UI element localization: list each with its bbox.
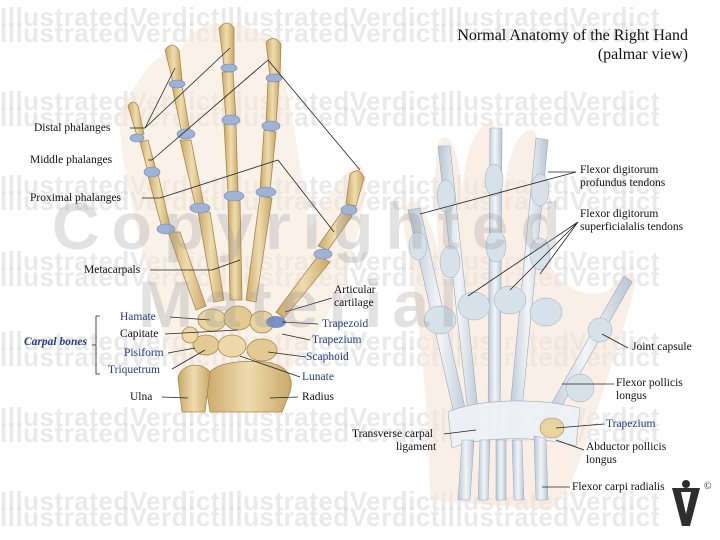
label-trapezium-right: Trapezium	[606, 418, 656, 430]
forearm-tendons	[457, 435, 549, 501]
ulna-bone	[177, 364, 211, 413]
trapezoid-cartilage	[266, 316, 286, 328]
label-triquetrum: Triquetrum	[108, 364, 160, 376]
label-middle-phalanges: Middle phalanges	[30, 154, 113, 166]
trapezium-right	[539, 417, 565, 439]
label-fpl-2: longus	[616, 390, 647, 402]
label-articular-cartilage-1: Articular	[334, 284, 376, 296]
articular-cartilage	[129, 63, 358, 260]
label-fpl-1: Flexor pollicis	[616, 377, 683, 389]
label-pisiform: Pisiform	[124, 347, 164, 359]
watermark-row: IllustratedVerdictIllustratedVerdictIllu…	[0, 102, 660, 132]
label-apl-1: Abductor pollicis	[586, 441, 667, 453]
label-trapezium-left: Trapezium	[312, 334, 362, 346]
watermark-row: IllustratedVerdictIllustratedVerdictIllu…	[0, 18, 660, 48]
label-fcr: Flexor carpi radialis	[572, 481, 665, 493]
watermark-copyrighted: Copyrighted	[52, 189, 573, 263]
watermark-material: Material	[138, 267, 468, 341]
label-articular-cartilage-2: cartilage	[334, 297, 374, 309]
label-trapezoid: Trapezoid	[322, 318, 369, 330]
title-line-1: Normal Anatomy of the Right Hand	[457, 27, 688, 44]
leader-lines-right	[419, 171, 629, 488]
brand-logo-icon	[672, 480, 700, 526]
label-proximal-phalanges: Proximal phalanges	[30, 192, 122, 204]
label-ulna: Ulna	[130, 391, 153, 403]
label-fdp-1: Flexor digitorum	[580, 164, 659, 176]
distal-phalanges-bones	[127, 22, 365, 207]
watermark-row: IllustratedVerdictIllustratedVerdictIllu…	[0, 2, 660, 32]
page-title: Normal Anatomy of the Right Hand (palmar…	[428, 26, 688, 64]
label-capitate: Capitate	[120, 328, 159, 340]
label-distal-phalanges: Distal phalanges	[34, 122, 111, 134]
label-scaphoid: Scaphoid	[306, 351, 349, 363]
label-radius: Radius	[302, 391, 334, 403]
label-lunate: Lunate	[302, 371, 334, 383]
label-tcl-2: ligament	[396, 441, 437, 453]
label-metacarpals: Metacarpals	[84, 264, 141, 276]
label-apl-2: longus	[586, 454, 617, 466]
label-hamate: Hamate	[120, 311, 156, 323]
label-fdp-2: profundus tendons	[580, 177, 666, 189]
label-carpal-bones: Carpal bones	[24, 336, 87, 348]
label-fds-2: superficialalis tendons	[580, 221, 684, 233]
label-fds-1: Flexor digitorum	[580, 208, 659, 220]
title-line-2: (palmar view)	[597, 46, 688, 63]
copyright-symbol: ©	[704, 481, 712, 492]
watermark-row: IllustratedVerdictIllustratedVerdictIllu…	[0, 86, 660, 116]
label-joint-capsule: Joint capsule	[632, 341, 692, 353]
carpal-bones	[181, 305, 278, 362]
label-tcl-1: Transverse carpal	[352, 428, 434, 440]
tendon-sheath-joints	[408, 163, 613, 403]
leader-lines-left	[92, 47, 361, 399]
radius-bone	[204, 360, 292, 413]
